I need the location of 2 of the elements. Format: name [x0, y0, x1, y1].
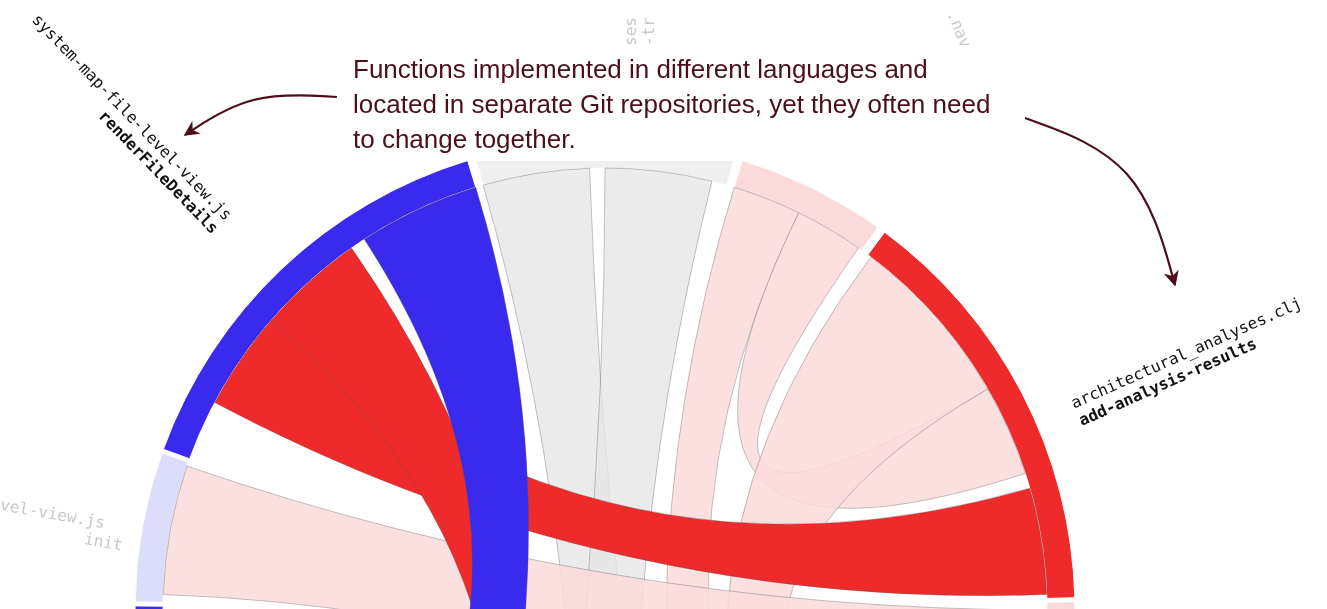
arrow	[183, 94, 338, 136]
arrow	[1024, 116, 1179, 287]
